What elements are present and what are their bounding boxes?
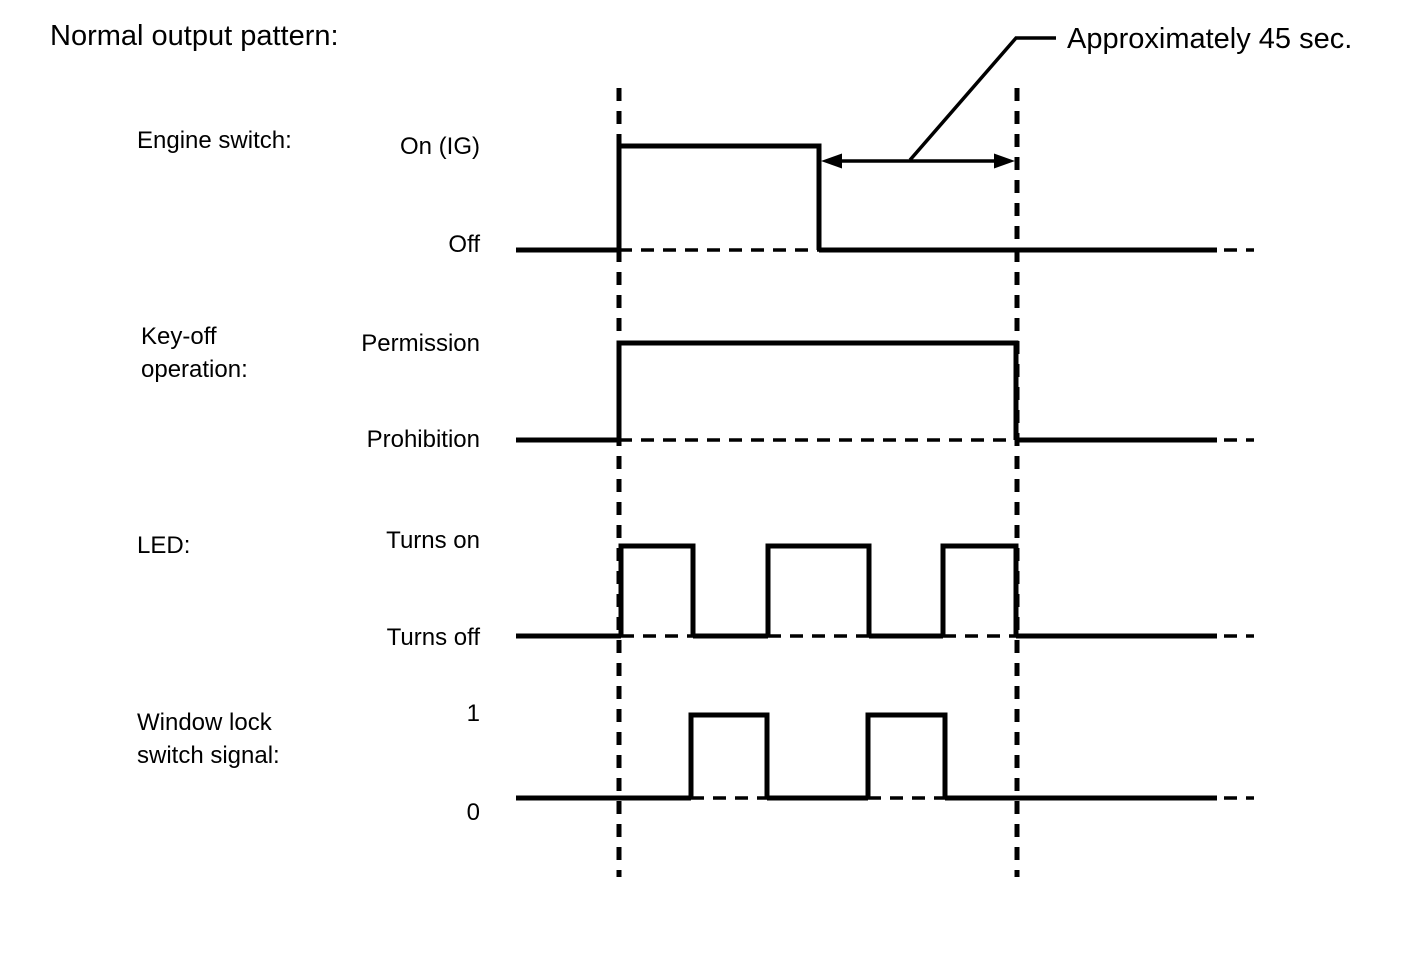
level-label-1: 1 <box>466 700 480 727</box>
level-label-0: 0 <box>466 799 480 826</box>
signal-label-key-off-operation: Key-off operation: <box>141 323 248 383</box>
level-label-off: Off <box>448 231 480 258</box>
signal-label-led: LED: <box>137 532 191 559</box>
level-label-permission: Permission <box>361 330 480 357</box>
diagram-title: Normal output pattern: <box>50 20 339 52</box>
duration-arrow-left-head <box>821 153 842 169</box>
level-label-turns-on: Turns on <box>386 527 480 554</box>
level-label-on-ig: On (IG) <box>399 133 480 160</box>
duration-arrow-right-head <box>994 153 1015 169</box>
signal-label-window-lock-switch: Window lock switch signal: <box>137 709 280 769</box>
duration-annotation-label: Approximately 45 sec. <box>1067 23 1353 55</box>
engine-switch-pulse <box>616 143 822 250</box>
window-lock-switch-signal-pulse <box>688 712 770 798</box>
annotation-leader-line <box>908 36 1056 162</box>
led-pulse <box>940 543 1019 636</box>
key-off-operation-pulse <box>616 340 1019 440</box>
led-pulse <box>765 543 872 636</box>
level-label-prohibition: Prohibition <box>366 426 480 453</box>
signal-label-engine-switch: Engine switch: <box>137 127 292 154</box>
level-label-turns-off: Turns off <box>386 624 480 651</box>
led-pulse <box>618 543 696 636</box>
window-lock-switch-signal-pulse <box>865 712 948 798</box>
